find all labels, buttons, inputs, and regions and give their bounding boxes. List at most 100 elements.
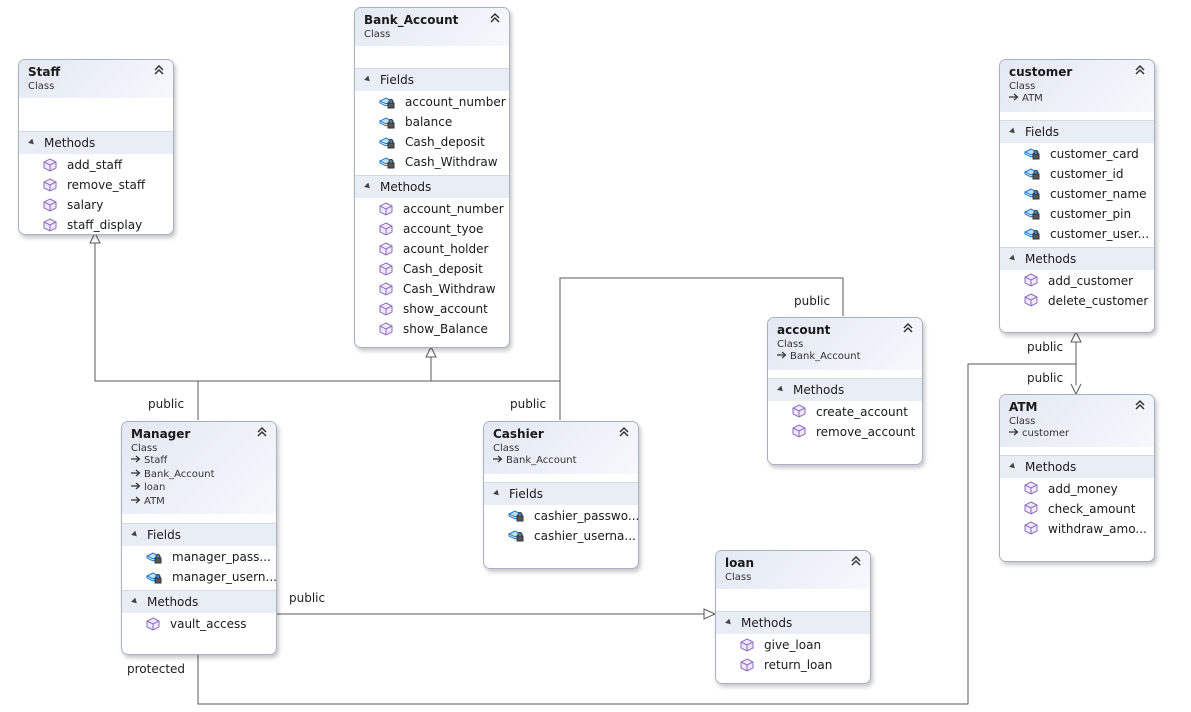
fields-section-header[interactable]: Fields — [122, 523, 276, 546]
member-name: customer_pin — [1050, 206, 1132, 221]
section-label: Methods — [380, 180, 432, 194]
fields-section-header[interactable]: Fields — [484, 481, 638, 505]
double-chevron-up-icon[interactable] — [850, 555, 862, 567]
class-account[interactable]: account Class Bank_Account Methods creat… — [767, 317, 923, 465]
customer-arrowhead — [1070, 330, 1082, 343]
collapse-triangle-icon — [493, 489, 501, 497]
field-item[interactable]: Cash_Withdraw — [355, 152, 509, 172]
field-item[interactable]: cashier_userna... — [484, 526, 638, 546]
arrow-right-icon — [1009, 93, 1019, 101]
method-item[interactable]: delete_customer — [1000, 291, 1154, 311]
field-item[interactable]: account_number — [355, 92, 509, 112]
field-item[interactable]: customer_pin — [1000, 204, 1154, 224]
double-chevron-up-icon[interactable] — [618, 426, 630, 438]
member-name: withdraw_amo... — [1048, 521, 1147, 536]
double-chevron-up-icon[interactable] — [1134, 399, 1146, 411]
field-item[interactable]: customer_user... — [1000, 224, 1154, 244]
method-cube-icon — [379, 201, 393, 216]
method-cube-icon — [43, 157, 57, 172]
class-name: customer — [1009, 65, 1073, 79]
method-item[interactable]: remove_staff — [19, 175, 173, 195]
method-item[interactable]: account_number — [355, 199, 509, 219]
section-label: Methods — [1025, 251, 1077, 266]
member-name: staff_display — [67, 218, 143, 232]
method-item[interactable]: check_amount — [1000, 499, 1154, 519]
method-item[interactable]: vault_access — [122, 614, 276, 634]
method-item[interactable]: acount_holder — [355, 239, 509, 259]
method-item[interactable]: Cash_deposit — [355, 259, 509, 279]
base-class-item: Staff — [131, 454, 267, 468]
double-chevron-up-icon[interactable] — [902, 322, 914, 334]
method-item[interactable]: show_account — [355, 299, 509, 319]
arrow-right-icon — [131, 469, 141, 476]
field-item[interactable]: manager_usern... — [122, 567, 276, 587]
class-kind: Class — [493, 443, 520, 454]
method-cube-icon — [740, 657, 754, 672]
arrow-right-icon — [493, 455, 503, 463]
method-cube-icon — [43, 177, 57, 192]
method-item[interactable]: show_Balance — [355, 319, 509, 339]
field-item[interactable]: manager_pass... — [122, 547, 276, 567]
manager-protected-label: protected — [127, 662, 186, 676]
method-item[interactable]: staff_display — [19, 215, 173, 234]
double-chevron-up-icon[interactable] — [489, 12, 501, 24]
member-name: show_Balance — [403, 322, 488, 336]
class-kind: Class — [364, 29, 391, 40]
methods-section-header[interactable]: Methods — [122, 590, 276, 613]
method-item[interactable]: withdraw_amo... — [1000, 519, 1154, 539]
member-name: show_account — [403, 302, 488, 316]
method-item[interactable]: salary — [19, 195, 173, 215]
methods-section-header[interactable]: Methods — [355, 175, 509, 198]
method-item[interactable]: account_tyoe — [355, 219, 509, 239]
method-item[interactable]: add_customer — [1000, 271, 1154, 291]
fields-list: cashier_passwo... cashier_userna... — [484, 505, 638, 549]
method-item[interactable]: remove_account — [768, 422, 922, 442]
field-item[interactable]: balance — [355, 112, 509, 132]
field-item[interactable]: Cash_deposit — [355, 132, 509, 152]
class-cashier[interactable]: Cashier Class Bank_Account Fields cashie… — [483, 421, 639, 569]
collapse-triangle-icon — [777, 385, 785, 393]
member-name: Cash_Withdraw — [405, 155, 498, 169]
member-name: cashier_passwo... — [534, 508, 638, 523]
class-name: account — [777, 323, 831, 337]
fields-section-header[interactable]: Fields — [355, 68, 509, 91]
fields-section-header[interactable]: Fields — [1000, 119, 1154, 143]
field-lock-icon — [1023, 208, 1040, 220]
double-chevron-up-icon[interactable] — [1134, 64, 1146, 76]
method-item[interactable]: Cash_Withdraw — [355, 279, 509, 299]
methods-section-header[interactable]: Methods — [768, 377, 922, 401]
base-class-item: customer — [1009, 427, 1145, 441]
methods-section-header[interactable]: Methods — [716, 611, 870, 634]
method-item[interactable]: add_staff — [19, 155, 173, 175]
base-class-name: Staff — [144, 455, 168, 466]
method-item[interactable]: add_money — [1000, 479, 1154, 499]
method-item[interactable]: give_loan — [716, 635, 870, 655]
method-item[interactable]: return_loan — [716, 655, 870, 675]
field-item[interactable]: cashier_passwo... — [484, 506, 638, 526]
methods-section-header[interactable]: Methods — [1000, 246, 1154, 270]
double-chevron-up-icon[interactable] — [153, 64, 165, 76]
method-item[interactable]: create_account — [768, 402, 922, 422]
section-label: Methods — [44, 136, 96, 150]
field-lock-icon — [378, 156, 395, 168]
spacer — [355, 46, 509, 68]
field-item[interactable]: customer_id — [1000, 164, 1154, 184]
methods-section-header[interactable]: Methods — [1000, 454, 1154, 478]
field-item[interactable]: customer_card — [1000, 144, 1154, 164]
class-bank-account[interactable]: Bank_Account Class Fields account_number… — [354, 7, 510, 348]
base-class-item: loan — [131, 481, 267, 495]
methods-section-header[interactable]: Methods — [19, 131, 173, 154]
section-label: Fields — [380, 73, 414, 87]
field-item[interactable]: customer_name — [1000, 184, 1154, 204]
double-chevron-up-icon[interactable] — [256, 426, 268, 438]
class-name: Bank_Account — [364, 13, 459, 27]
loan-arrowhead — [703, 608, 717, 620]
